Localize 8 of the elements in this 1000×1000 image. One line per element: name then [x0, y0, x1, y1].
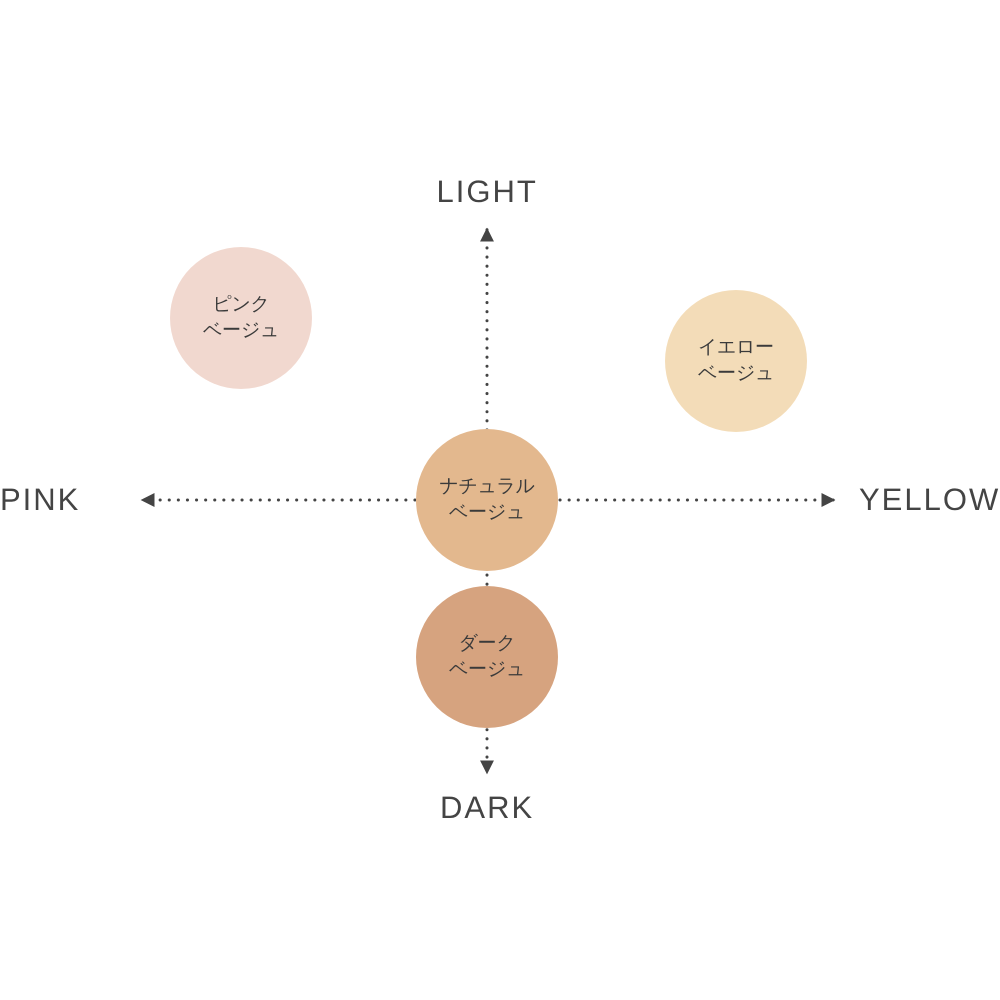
circle-label: ダークベージュ [449, 631, 525, 682]
circle-label: ピンクベージュ [203, 292, 279, 343]
circle-label: ナチュラルベージュ [440, 474, 534, 525]
axis-label: DARK [440, 790, 534, 826]
circle-label: イエローベージュ [698, 335, 774, 386]
axis-label: LIGHT [436, 174, 538, 210]
axis-label: YELLOW [859, 482, 1000, 518]
axis-label: PINK [0, 482, 80, 518]
